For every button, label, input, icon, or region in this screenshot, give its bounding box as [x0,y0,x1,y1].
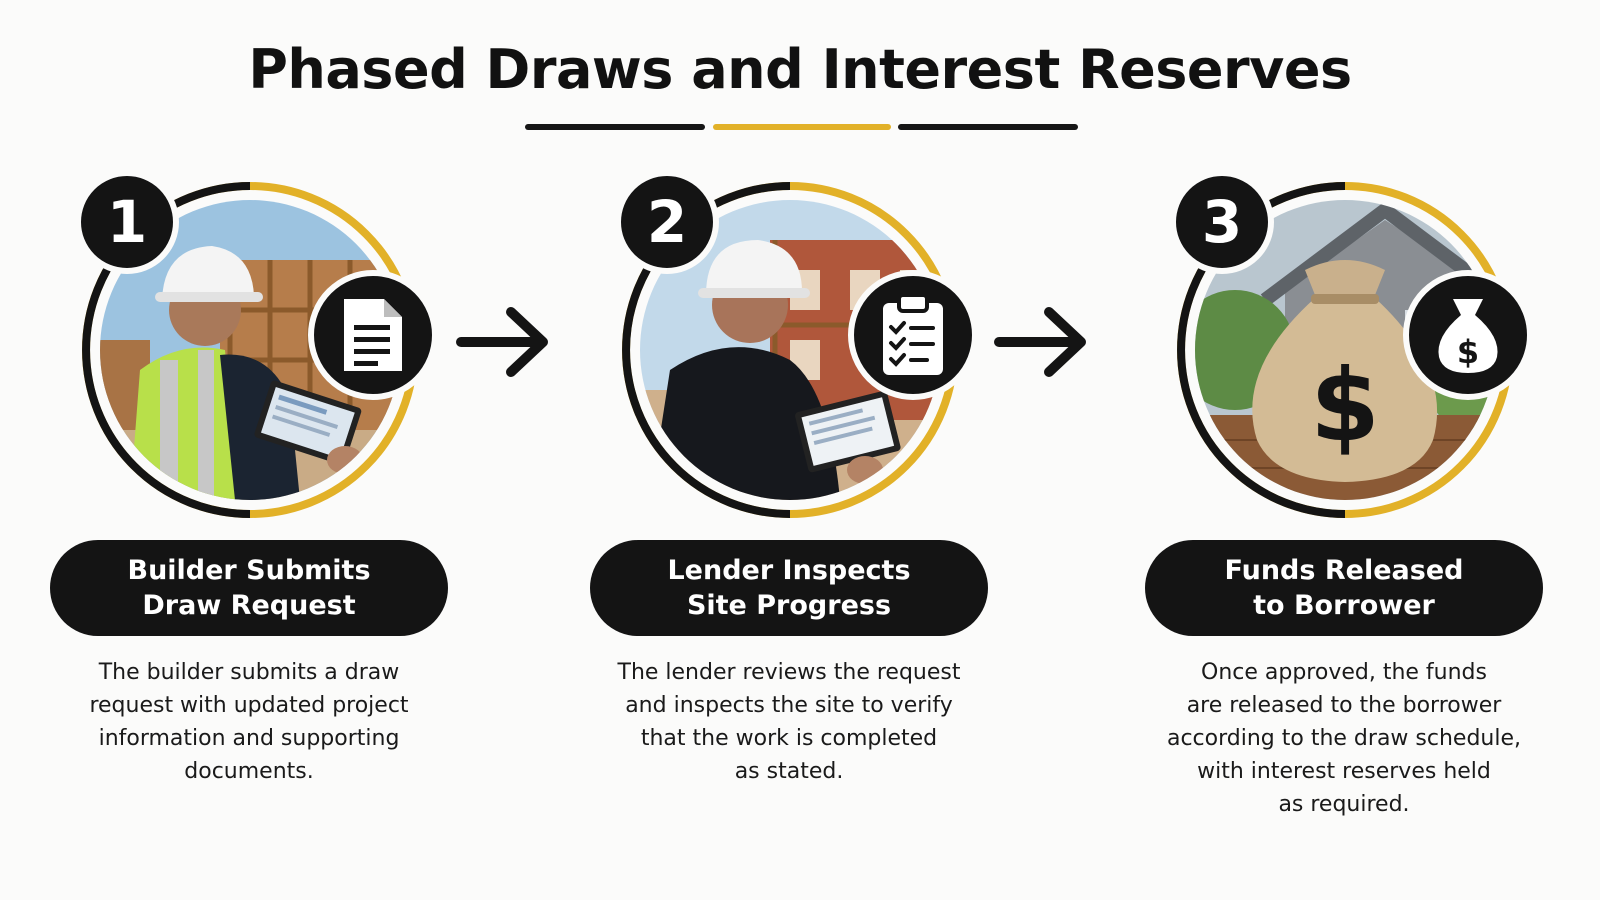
description-line: that the work is completed [640,726,938,751]
step-number-badge: 3 [1170,170,1274,274]
step-label-line: to Borrower [1253,590,1435,621]
step-1: 1 Builder Submits Draw Request The build… [30,160,490,880]
description-line: Once approved, the funds [1201,660,1487,685]
document-icon [308,270,438,400]
description-line: as required. [1278,792,1410,817]
description-line: The lender reviews the request [617,660,961,685]
step-description: The lender reviews the request and inspe… [590,656,988,788]
step-3: $ 3 $ Funds Released to Borrower Once ap… [1125,160,1585,880]
description-line: The builder submits a draw [98,660,400,685]
step-label-line: Lender Inspects [667,555,911,586]
step-label-line: Funds Released [1224,555,1464,586]
step-description: Once approved, the funds are released to… [1145,656,1543,821]
description-line: documents. [184,759,314,784]
step-label: Funds Released to Borrower [1145,540,1543,636]
step-label: Lender Inspects Site Progress [590,540,988,636]
builder-photo [100,200,400,500]
arrow-right-icon [456,307,548,377]
step-label-line: Site Progress [686,590,892,621]
step-label-line: Builder Submits [127,555,371,586]
description-line: and inspects the site to verify [625,693,953,718]
svg-text:$: $ [1457,333,1479,371]
step-3-image-ring: $ 3 $ [1165,170,1533,530]
svg-text:$: $ [1310,347,1380,464]
description-line: are released to the borrower [1186,693,1502,718]
description-line: request with updated project [89,693,409,718]
page-title: Phased Draws and Interest Reserves [248,38,1352,101]
arrow-right-icon [994,307,1086,377]
description-line: with interest reserves held [1197,759,1491,784]
step-1-image-ring: 1 [70,170,438,530]
step-label-line: Draw Request [142,590,356,621]
step-description: The builder submits a draw request with … [50,656,448,788]
title-underline-center [713,124,891,130]
description-line: according to the draw schedule, [1166,726,1521,751]
money-bag-icon: $ [1403,270,1533,400]
step-label: Builder Submits Draw Request [50,540,448,636]
step-number-badge: 2 [615,170,719,274]
clipboard-checklist-icon [848,270,978,400]
description-line: information and supporting [98,726,400,751]
title-underline-right [898,124,1078,130]
step-2: 2 Lender Inspects Site Progress The lend… [570,160,1030,880]
description-line: as stated. [734,759,844,784]
step-2-image-ring: 2 [610,170,978,530]
step-number-badge: 1 [75,170,179,274]
title-underline-left [525,124,705,130]
